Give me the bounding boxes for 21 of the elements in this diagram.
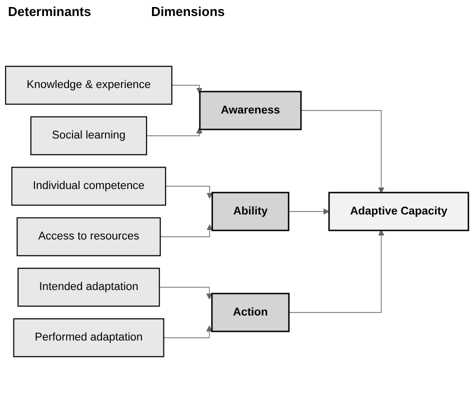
arrow	[165, 186, 213, 199]
node-box: Social learning	[30, 116, 148, 156]
node-box: Action	[211, 292, 290, 332]
column-heading: Determinants	[8, 4, 92, 19]
node-box: Individual competence	[11, 166, 166, 206]
node-box: Intended adaptation	[18, 268, 160, 307]
arrow	[146, 127, 202, 136]
node-box: Awareness	[199, 90, 302, 130]
node-box: Adaptive Capacity	[328, 192, 470, 232]
arrow	[163, 325, 212, 338]
arrow	[300, 110, 384, 194]
arrow	[159, 286, 212, 300]
arrow	[160, 224, 213, 238]
arrow	[288, 208, 330, 215]
arrow	[288, 230, 384, 313]
node-box: Access to resources	[16, 217, 161, 256]
column-heading: Dimensions	[151, 4, 225, 19]
node-box: Ability	[212, 192, 290, 232]
node-box: Performed adaptation	[13, 318, 164, 358]
arrow	[171, 84, 202, 94]
node-box: Knowledge & experience	[5, 66, 172, 105]
